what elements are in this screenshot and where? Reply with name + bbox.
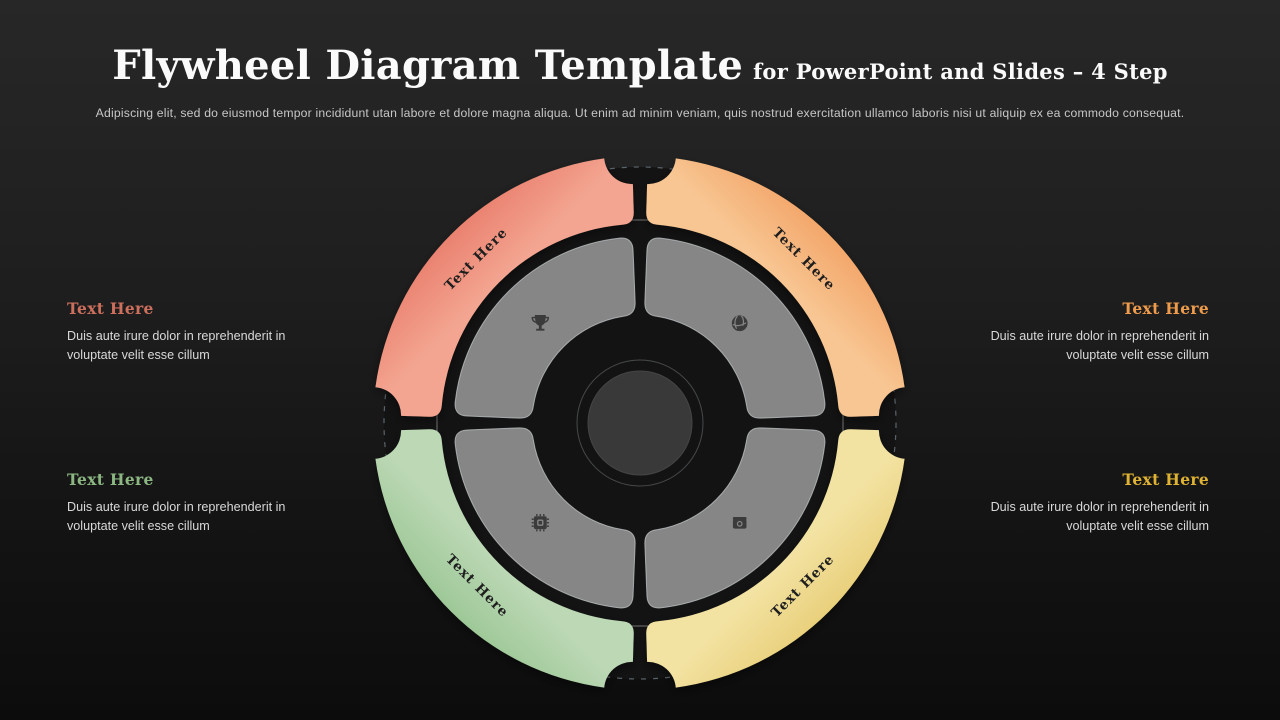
callout-title: Text Here [67, 299, 154, 318]
callout-right-bottom: Text Here Duis aute irure dolor in repre… [961, 470, 1209, 536]
hub-circle [587, 370, 693, 476]
header: Flywheel Diagram Template for PowerPoint … [0, 0, 1280, 120]
title-main: Flywheel Diagram Template [112, 42, 744, 89]
page-title: Flywheel Diagram Template for PowerPoint … [0, 42, 1280, 89]
callout-body: Duis aute irure dolor in reprehenderit i… [990, 500, 1209, 533]
dashed-guide-circle [383, 166, 897, 680]
ring-quadrant-top-left [454, 237, 636, 419]
callout-body: Duis aute irure dolor in reprehenderit i… [67, 500, 286, 533]
flywheel-segment-top-right [646, 158, 905, 417]
callout-body: Duis aute irure dolor in reprehenderit i… [990, 329, 1209, 362]
hub-ring [576, 359, 704, 487]
flywheel-segment-bottom-right [646, 429, 905, 688]
callout-body: Duis aute irure dolor in reprehenderit i… [67, 329, 286, 362]
callout-right-top: Text Here Duis aute irure dolor in repre… [961, 299, 1209, 365]
flywheel-segment-top-left [375, 158, 634, 417]
camera-icon [732, 516, 748, 530]
callout-left-bottom: Text Here Duis aute irure dolor in repre… [67, 470, 315, 536]
callout-title: Text Here [1122, 470, 1209, 489]
flywheel-segment-bottom-left [375, 429, 634, 688]
callout-left-top: Text Here Duis aute irure dolor in repre… [67, 299, 315, 365]
title-sub: for PowerPoint and Slides – 4 Step [753, 59, 1168, 84]
callout-title: Text Here [1122, 299, 1209, 318]
description: Adipiscing elit, sed do eiusmod tempor i… [95, 106, 1185, 120]
globe-icon [731, 314, 749, 332]
callout-title: Text Here [67, 470, 154, 489]
